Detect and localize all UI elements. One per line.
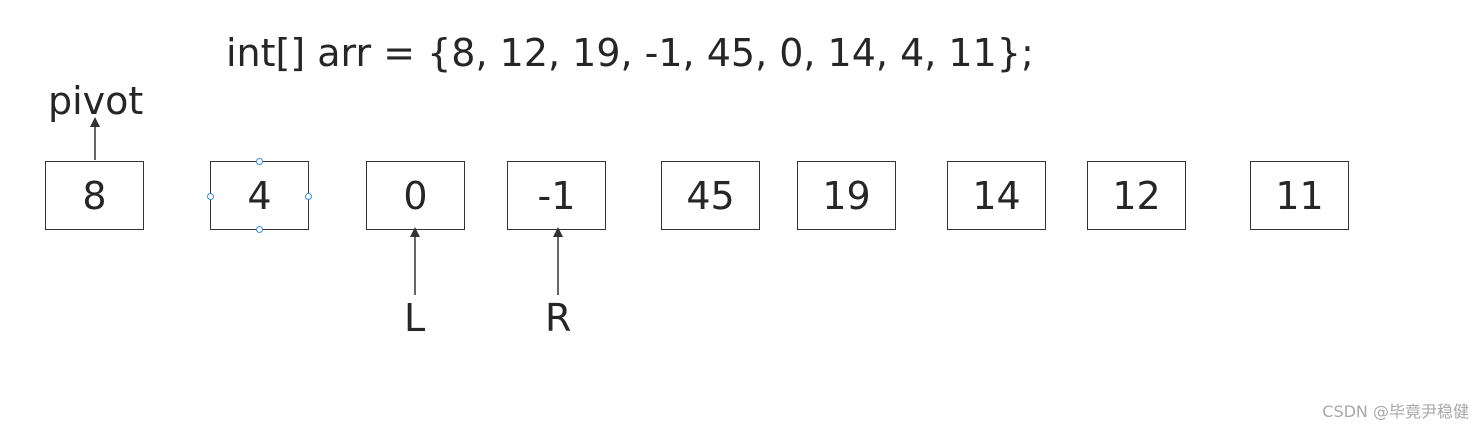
watermark: CSDN @毕竟尹稳健: [1322, 402, 1469, 421]
selection-handle-top[interactable]: [256, 158, 263, 165]
selection-handle-left[interactable]: [207, 193, 214, 200]
cell-value: 8: [82, 173, 107, 218]
cell-value: 45: [686, 173, 735, 218]
right-pointer-label: R: [545, 296, 572, 340]
array-cell-4: 45: [661, 161, 760, 230]
selection-handle-right[interactable]: [305, 193, 312, 200]
array-cell-8: 11: [1250, 161, 1349, 230]
array-cell-7: 12: [1087, 161, 1186, 230]
cell-value: 12: [1112, 173, 1161, 218]
cell-value: 19: [822, 173, 871, 218]
array-declaration: int[] arr = {8, 12, 19, -1, 45, 0, 14, 4…: [226, 31, 1034, 75]
array-cell-6: 14: [947, 161, 1046, 230]
selection-handle-bottom[interactable]: [256, 226, 263, 233]
cell-value: -1: [537, 173, 576, 218]
array-cell-1-selected[interactable]: 4: [207, 158, 312, 233]
cell-value: 14: [972, 173, 1021, 218]
array-cell-0: 8: [45, 161, 144, 230]
cell-value: 4: [247, 173, 272, 218]
cell-value: 11: [1275, 173, 1324, 218]
array-cell-5: 19: [797, 161, 896, 230]
array-cell-3: -1: [507, 161, 606, 230]
left-pointer-label: L: [404, 296, 426, 340]
cell-value: 0: [403, 173, 428, 218]
pivot-label: pivot: [48, 79, 144, 123]
array-cell-2: 0: [366, 161, 465, 230]
